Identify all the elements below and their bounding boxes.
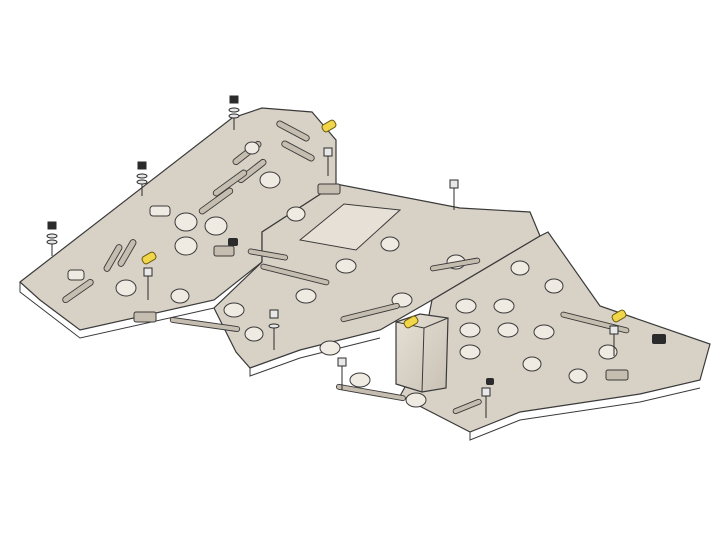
fastener-stack [228, 95, 240, 130]
fastener-stack [268, 309, 280, 350]
center-transmission-panel [169, 183, 541, 377]
rear-panel [335, 231, 711, 441]
lightening-holes [67, 141, 281, 297]
fastener-stack [323, 147, 333, 176]
fastener-stack [449, 179, 459, 210]
clip-nut [141, 251, 157, 265]
fastener-stack [609, 325, 619, 356]
fastener-stack [46, 221, 58, 256]
fastener-stack [337, 357, 347, 390]
gearbox-cover-box [395, 313, 449, 393]
fastener-stack [143, 267, 153, 300]
clip-nut [403, 315, 419, 329]
fastener-stack [481, 387, 491, 418]
mounting-brackets [133, 183, 629, 381]
front-guard-panel [19, 107, 337, 339]
rubber-mounts [228, 238, 666, 385]
fastener-stack [136, 161, 148, 196]
stiffening-ribs [62, 120, 315, 304]
clip-nut [611, 309, 627, 323]
clip-nut [321, 119, 337, 133]
